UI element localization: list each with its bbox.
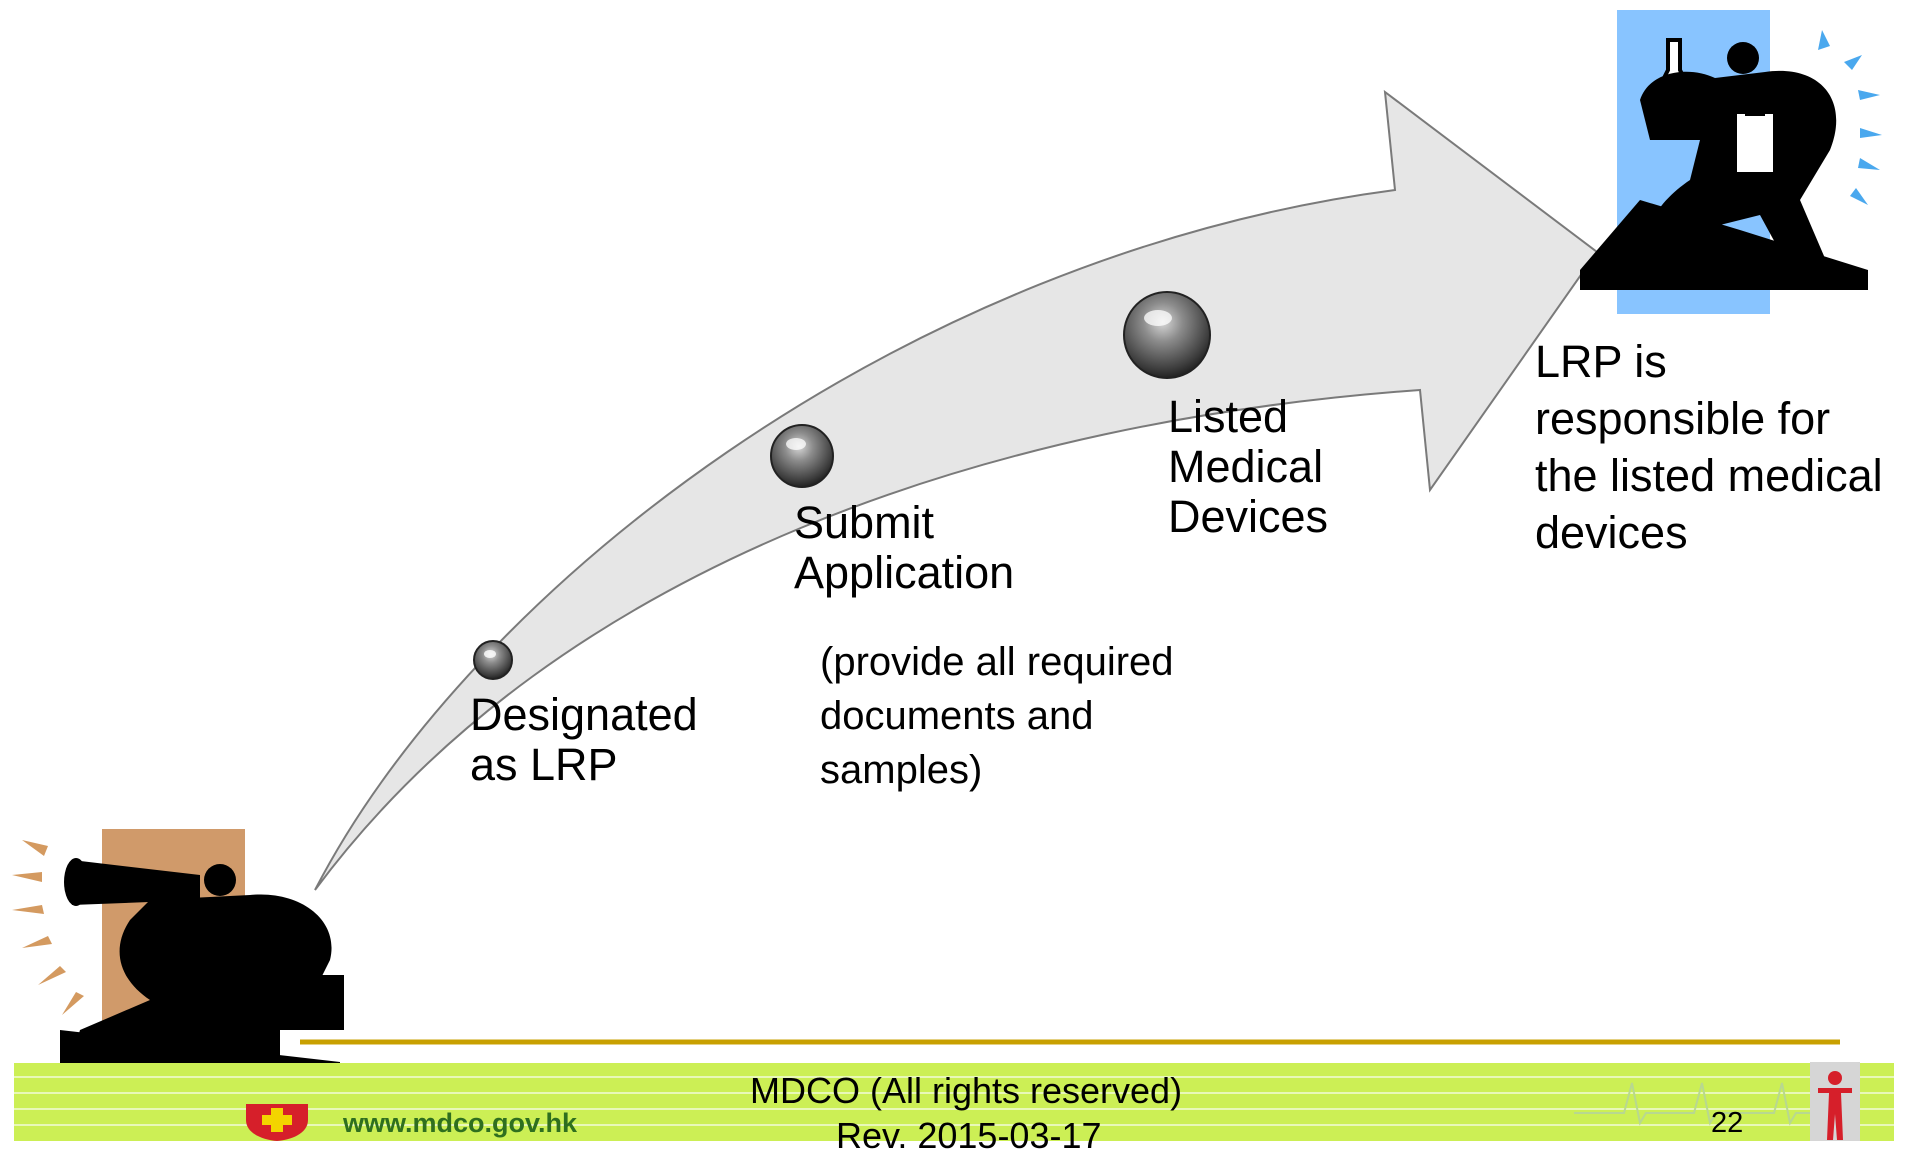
footer-rights: MDCO (All rights reserved)	[750, 1070, 1183, 1111]
step-2-label: Submit Application	[794, 498, 1014, 598]
ecg-pattern	[14, 1076, 1894, 1126]
page-number: 22	[1711, 1107, 1744, 1139]
step-marker-1	[473, 640, 513, 680]
scientist-with-flask-icon	[1580, 10, 1882, 314]
result-description: LRP is responsible for the listed medica…	[1535, 333, 1883, 561]
footer-revision: Rev. 2015-03-17	[836, 1115, 1102, 1156]
step-1-label: Designated as LRP	[470, 690, 698, 790]
note-line3: samples)	[820, 748, 983, 792]
note-line1: (provide all required	[820, 640, 1174, 684]
step-1-label-line1: Designated	[470, 689, 698, 740]
step-2-label-line1: Submit	[794, 497, 935, 548]
health-department-figure-icon	[1810, 1062, 1860, 1141]
note-line2: documents and	[820, 694, 1094, 738]
requirements-note: (provide all required documents and samp…	[820, 635, 1174, 797]
footer-website[interactable]: www.mdco.gov.hk	[343, 1108, 578, 1138]
step-marker-2	[770, 424, 834, 488]
step-3-label-line3: Devices	[1168, 491, 1329, 542]
result-line1: LRP is	[1535, 336, 1667, 387]
result-line2: responsible for	[1535, 393, 1831, 444]
step-marker-3	[1123, 291, 1211, 379]
step-3-label: Listed Medical Devices	[1168, 392, 1328, 542]
red-cross-shield-icon	[246, 1104, 308, 1141]
result-line4: devices	[1535, 507, 1688, 558]
result-line3: the listed medical	[1535, 450, 1883, 501]
progress-arrow	[314, 89, 1599, 891]
step-1-label-line2: as LRP	[470, 739, 618, 790]
step-3-label-line1: Listed	[1168, 391, 1289, 442]
step-3-label-line2: Medical	[1168, 441, 1324, 492]
step-2-label-line2: Application	[794, 547, 1015, 598]
footer-band	[14, 1063, 1894, 1141]
